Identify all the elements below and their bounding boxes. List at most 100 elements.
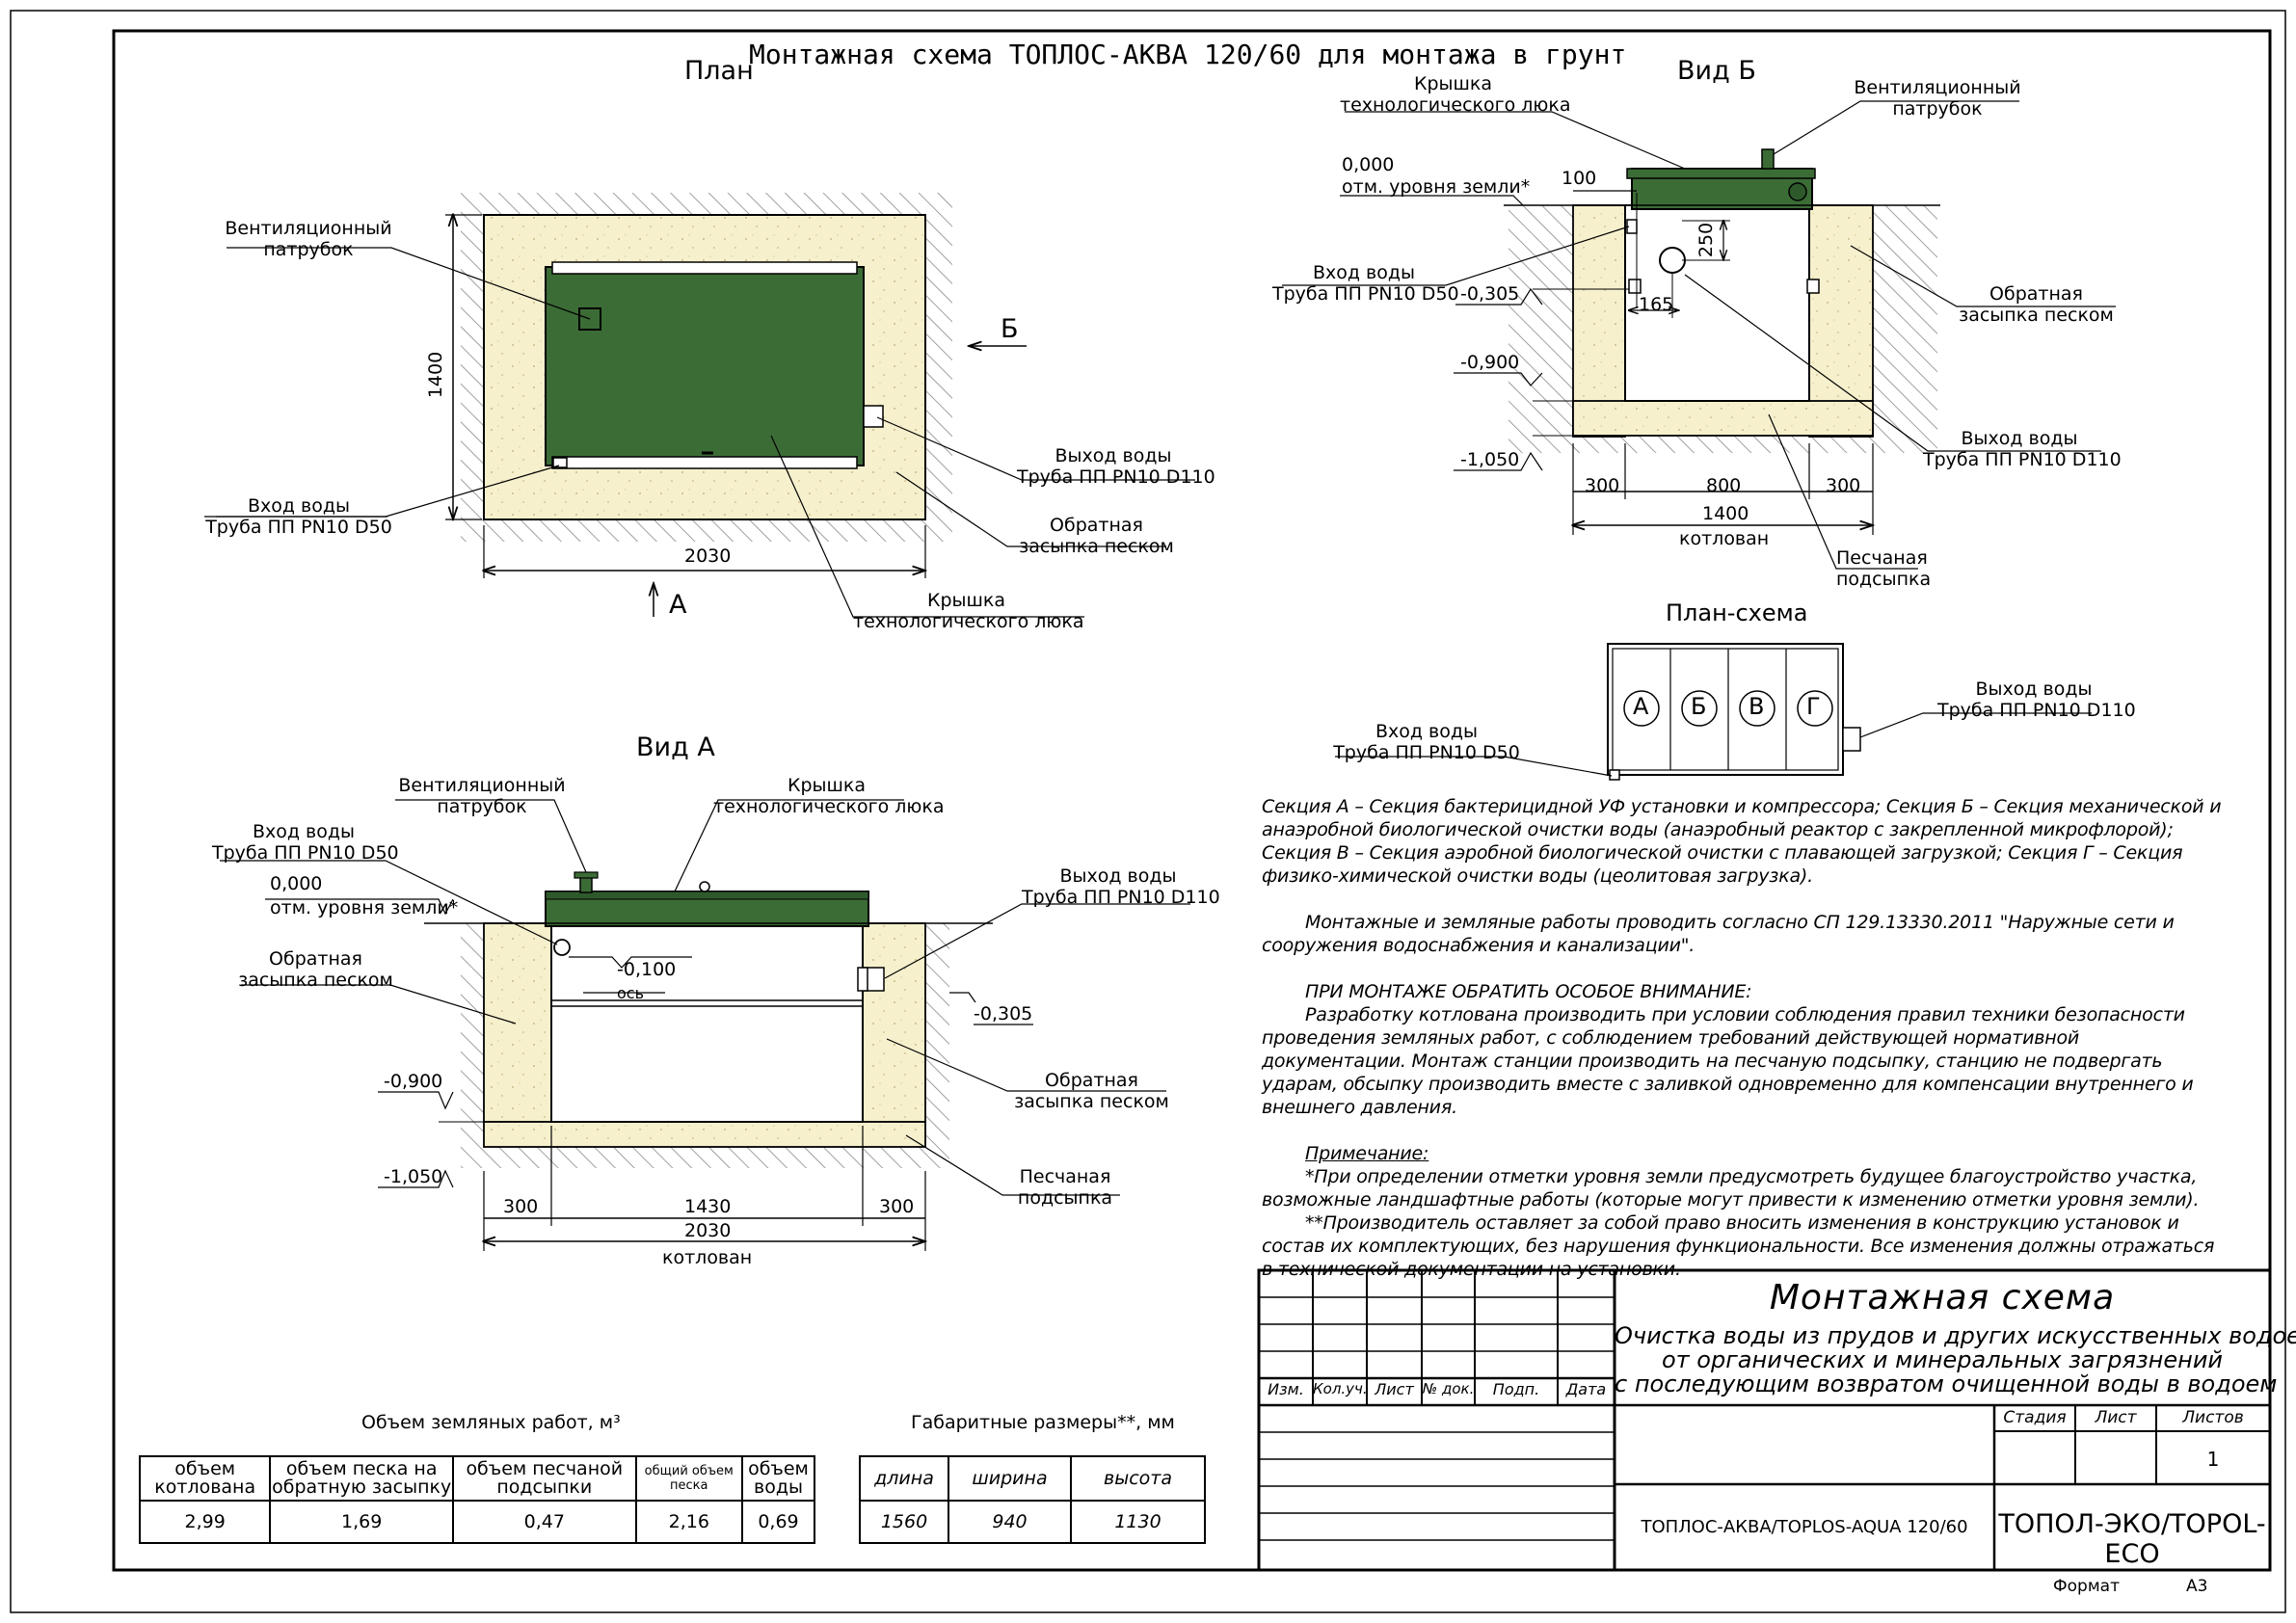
view-b-ground-label: отм. уровня земли* [1342, 176, 1531, 198]
stamp-company: ТОПОЛ-ЭКО/TOPOL-ECO [1998, 1509, 2266, 1569]
view-b-dim-300-left: 300 [1585, 475, 1620, 496]
plan-vent [578, 307, 601, 331]
size-header: длина [859, 1455, 949, 1502]
view-a-pit-label: котлован [662, 1247, 753, 1268]
section-g-label: Г [1806, 693, 1821, 720]
section-b-label: Б [1691, 693, 1707, 720]
size-table: длина ширина высота 1560 940 1130 [859, 1455, 1206, 1544]
view-b-dim-250: 250 [1695, 222, 1718, 258]
stamp-col-list: Лист [1375, 1380, 1414, 1398]
stamp-col-data: Дата [1565, 1380, 1607, 1398]
stamp-stage-header: Стадия [2003, 1408, 2067, 1427]
size-value: 1560 [859, 1500, 949, 1544]
stamp-col-podp: Подп. [1492, 1380, 1540, 1398]
view-b-lvl-0900: -0,900 [1460, 352, 1520, 373]
stamp-col-izm: Изм. [1268, 1380, 1304, 1398]
stamp-col-ndok: № док. [1422, 1380, 1475, 1397]
view-a [220, 799, 1190, 1251]
notes-works: Монтажные и земляные работы проводить со… [1262, 912, 2175, 956]
plan-title: План [684, 56, 754, 86]
volume-value: 2,16 [634, 1500, 743, 1544]
volume-value: 2,99 [138, 1500, 272, 1544]
stamp-product: ТОПЛОС-АКВА/TOPLOS-AQUA 120/60 [1641, 1517, 1968, 1537]
title-block [1257, 1268, 2272, 1572]
view-a-lvl-0900: -0,900 [384, 1071, 443, 1092]
plan-dim-height: 1400 [425, 351, 447, 399]
view-b-dim-300-right: 300 [1826, 475, 1861, 496]
view-b-dim-total: 1400 [1702, 503, 1749, 524]
size-value: 940 [948, 1500, 1072, 1544]
notes-block: Секция А – Секция бактерицидной УФ устан… [1262, 795, 2226, 1281]
stamp-sheet-header: Лист [2095, 1408, 2137, 1427]
plan-view [204, 193, 1195, 618]
view-a-dim-1430: 1430 [684, 1196, 732, 1217]
size-header: высота [1070, 1455, 1206, 1502]
plan-dim-width: 2030 [684, 545, 732, 567]
volume-header: объем воды [740, 1455, 816, 1502]
view-b-dim-100: 100 [1562, 168, 1597, 189]
plan-tank [545, 266, 865, 466]
view-a-dim-300-right: 300 [879, 1196, 915, 1217]
view-b-lvl-1050: -1,050 [1460, 449, 1520, 470]
view-a-ground-zero: 0,000 [270, 873, 323, 894]
view-a-title: Вид А [636, 732, 715, 762]
notes-remark-2: **Производитель оставляет за собой право… [1262, 1212, 2215, 1280]
volume-header: общий объем песка [634, 1455, 743, 1502]
volume-header: объем песка на обратную засыпку [269, 1455, 454, 1502]
size-table-caption: Габаритные размеры**, мм [911, 1412, 1175, 1433]
view-a-ground-label: отм. уровня земли* [270, 897, 459, 918]
plan-scheme-title: План-схема [1666, 599, 1808, 626]
format-value: А3 [2186, 1577, 2208, 1596]
stamp-doc-title: Монтажная схема [1769, 1278, 2116, 1317]
view-a-lvl-1050: -1,050 [384, 1166, 443, 1187]
notes-sections: Секция А – Секция бактерицидной УФ устан… [1262, 796, 2222, 887]
plan-scheme [1335, 643, 2092, 781]
notes-attention-head: ПРИ МОНТАЖЕ ОБРАТИТЬ ОСОБОЕ ВНИМАНИЕ: [1305, 981, 1752, 1002]
volume-value: 1,69 [269, 1500, 454, 1544]
view-b-pit-label: котлован [1679, 528, 1770, 549]
size-value: 1130 [1070, 1500, 1206, 1544]
stamp-description: Очистка воды из прудов и других искусств… [1615, 1322, 2296, 1397]
volume-table-caption: Объем земляных работ, м³ [361, 1412, 621, 1433]
plan-arrow-b: Б [1001, 314, 1019, 344]
view-a-dim-300-left: 300 [503, 1196, 539, 1217]
section-v-label: В [1749, 693, 1765, 720]
view-a-axis-label: ось [617, 984, 645, 1002]
volume-header: объем котлована [138, 1455, 272, 1502]
view-a-tank [550, 922, 864, 1123]
drawing-frame [112, 29, 2272, 1572]
view-b-ground-zero: 0,000 [1342, 154, 1395, 175]
view-b-dim-165: 165 [1639, 294, 1674, 315]
volume-value: 0,47 [451, 1500, 637, 1544]
format-label: Формат [2053, 1577, 2120, 1596]
notes-remark-1: *При определении отметки уровня земли пр… [1262, 1166, 2200, 1211]
view-b-tank [1624, 204, 1810, 402]
volume-value: 0,69 [740, 1500, 816, 1544]
sheet-border [10, 10, 2286, 1613]
volume-table: объем котлована объем песка на обратную … [138, 1455, 816, 1544]
stamp-col-kolich: Кол.уч. [1313, 1380, 1368, 1397]
stamp-sheets-value: 1 [2206, 1448, 2220, 1471]
notes-remark-head: Примечание: [1305, 1143, 1429, 1164]
view-a-lvl-0100: -0,100 [617, 959, 677, 980]
drawing-title: Монтажная схема ТОПЛОС-АКВА 120/60 для м… [749, 39, 1627, 70]
stamp-sheets-header: Листов [2182, 1408, 2244, 1427]
